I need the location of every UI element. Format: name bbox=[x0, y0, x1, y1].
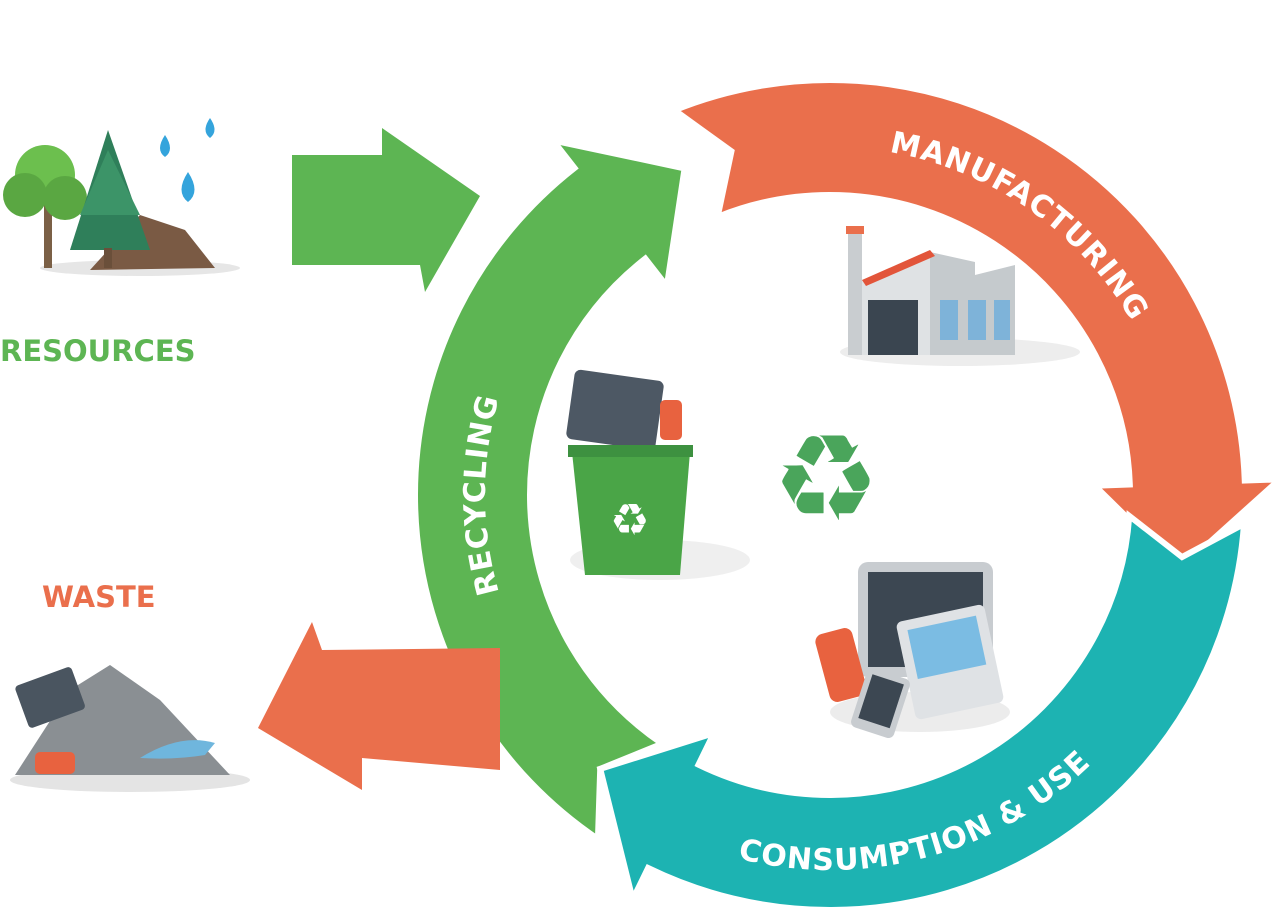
recycle-symbol-icon: ♻ bbox=[772, 410, 880, 549]
factory-illustration bbox=[840, 226, 1080, 366]
waste-arrow bbox=[258, 622, 500, 790]
recycling-bin-illustration: ♻ bbox=[566, 369, 750, 580]
manufacturing-arrow bbox=[668, 77, 1286, 574]
water-drop-icon bbox=[181, 172, 195, 202]
water-drop-icon bbox=[205, 118, 215, 138]
recycle-icon: ♻ bbox=[610, 495, 649, 546]
devices-illustration bbox=[815, 562, 1010, 739]
waste-illustration bbox=[10, 665, 250, 792]
resources-label: RESOURCES bbox=[0, 334, 196, 368]
waste-label: WASTE bbox=[42, 580, 156, 614]
consumption-arrow bbox=[596, 510, 1248, 913]
resources-illustration bbox=[3, 118, 240, 276]
resources-arrow bbox=[292, 128, 480, 292]
water-drop-icon bbox=[160, 135, 170, 157]
